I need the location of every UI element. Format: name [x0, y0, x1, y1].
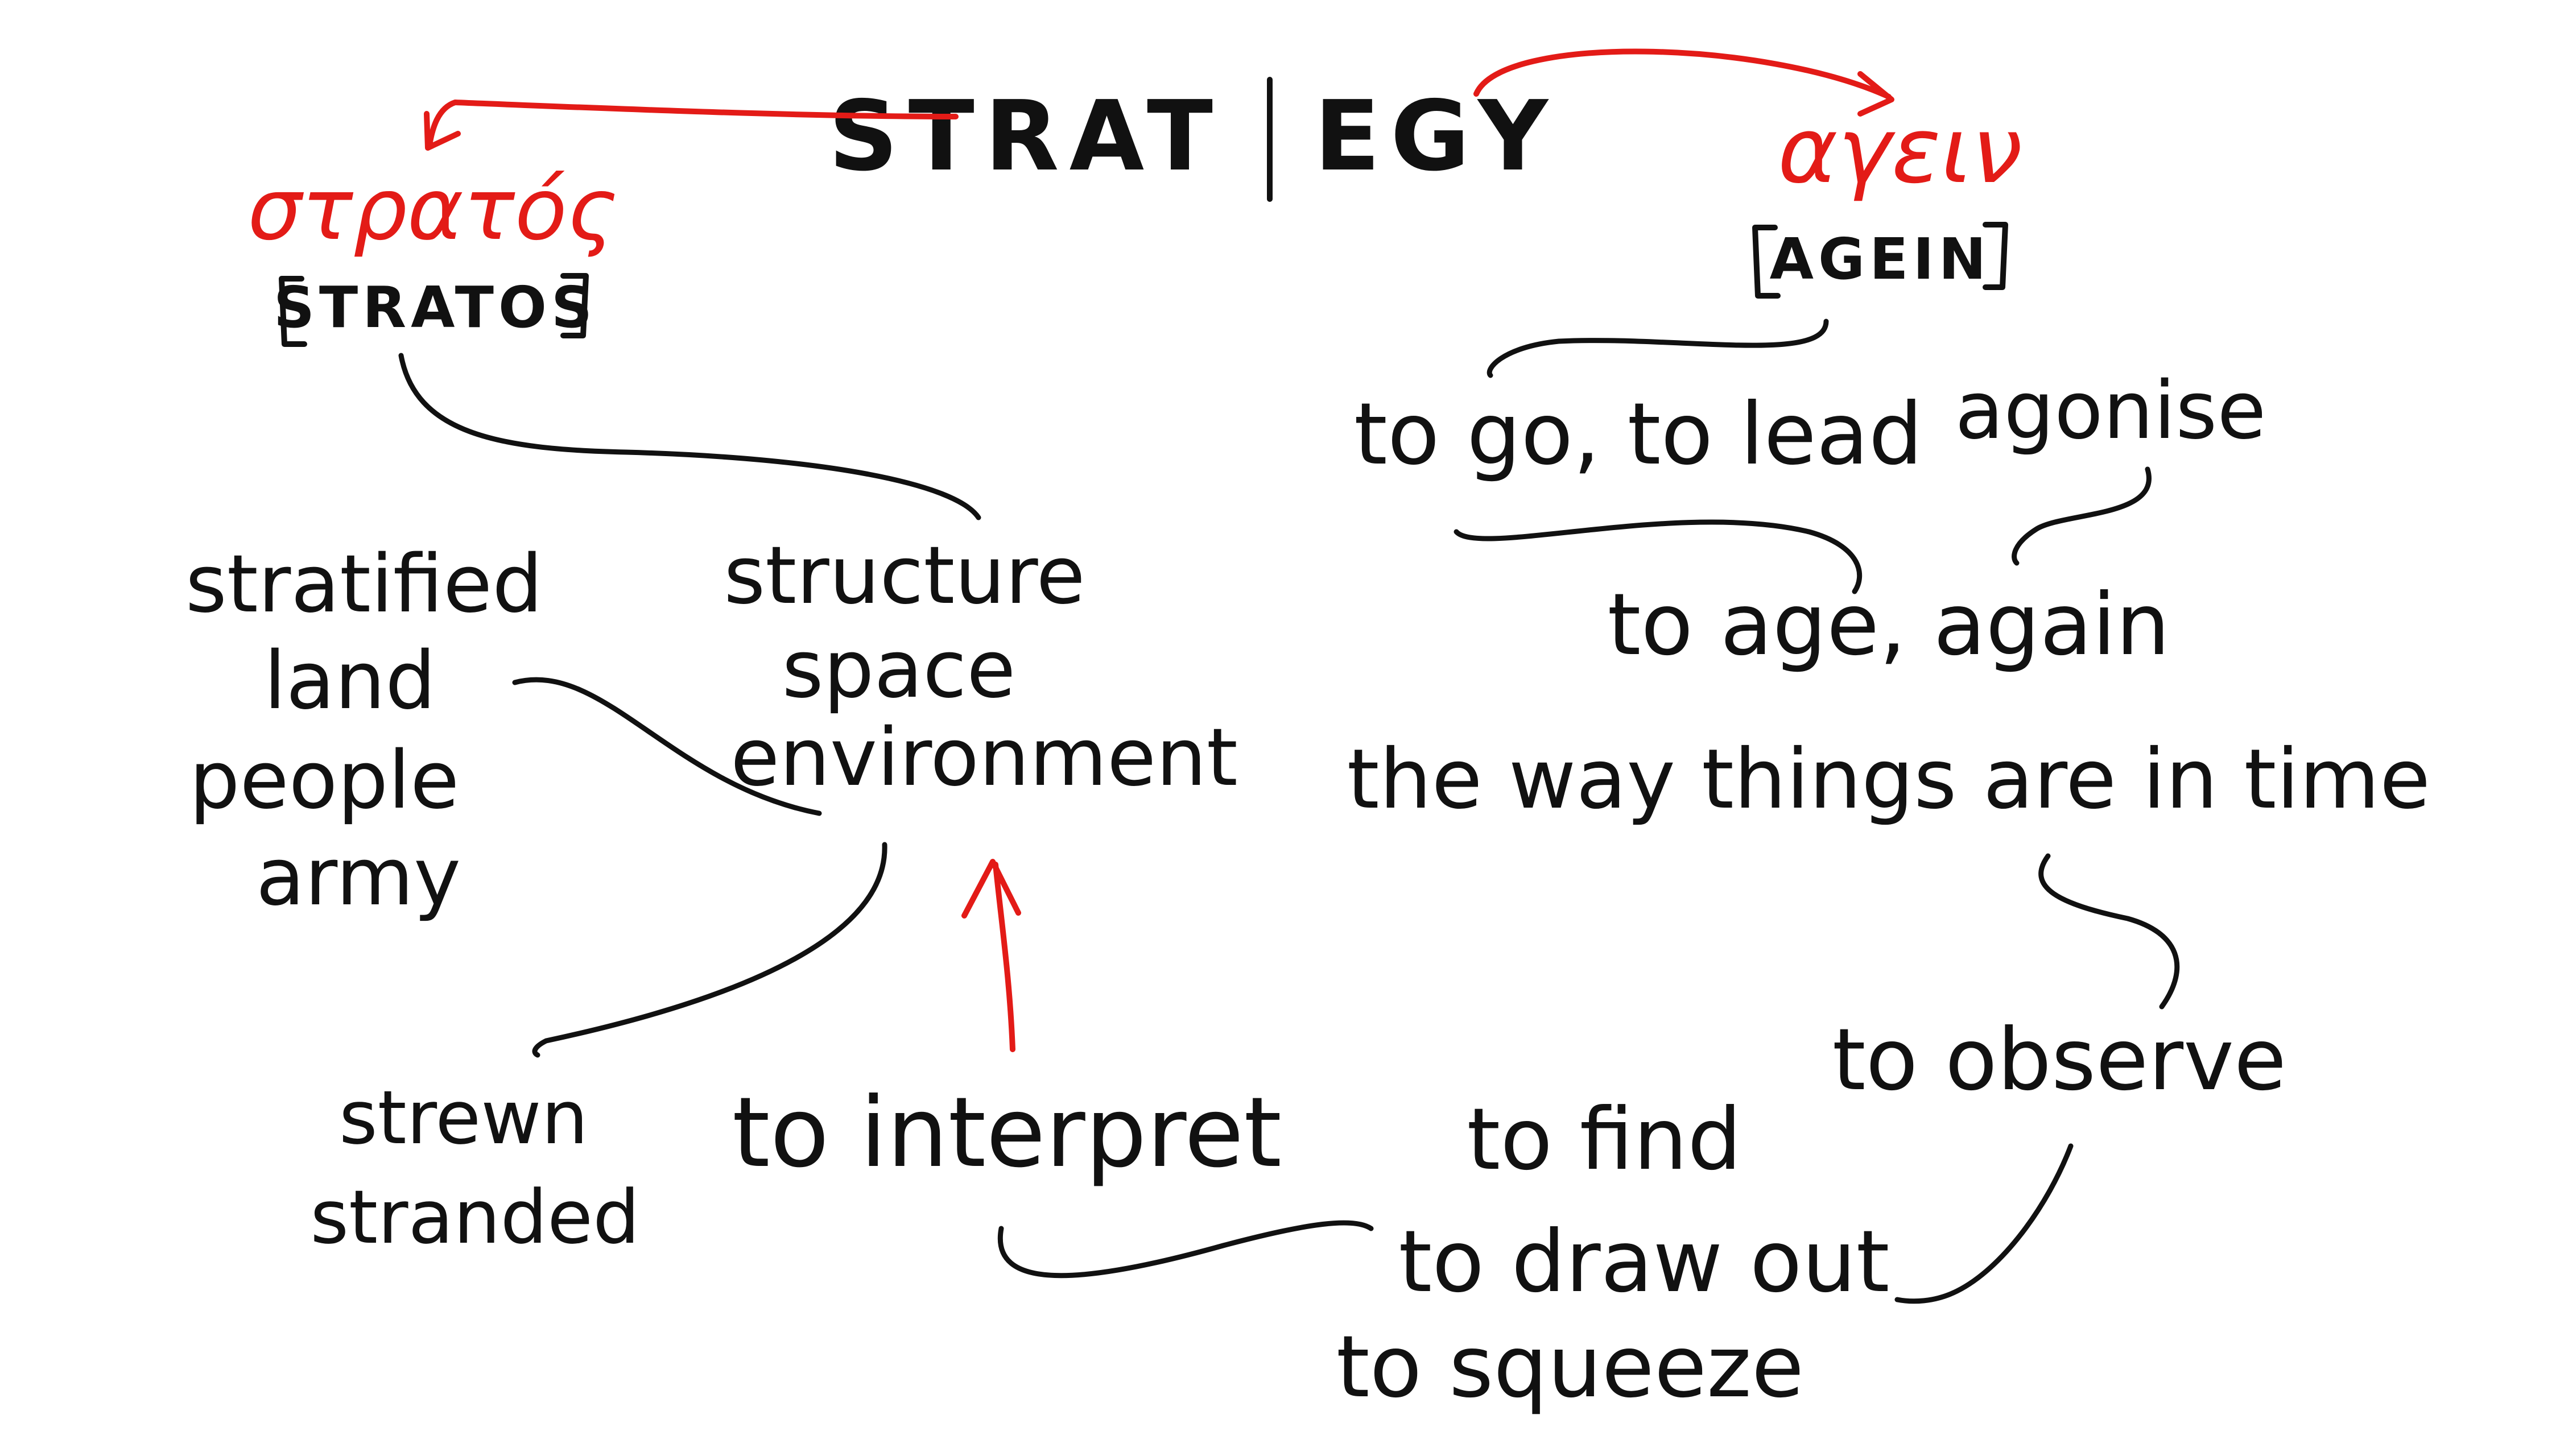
word-draw-out: to draw out [1398, 1213, 1889, 1312]
title-egy: EGY [1314, 80, 1558, 193]
connector-land-environment [512, 677, 822, 816]
word-age-again: to age, again [1608, 576, 2170, 675]
arrow-head-interpret [961, 859, 1021, 919]
agein-bracket-right [1983, 222, 2008, 290]
stratos-greek: στρατός [247, 160, 617, 259]
connector-environment-strewn [532, 842, 887, 1058]
arrow-head-agein [1857, 71, 1894, 117]
word-land: land [264, 635, 436, 727]
stratos-bracket-left [279, 276, 307, 347]
word-stranded: stranded [310, 1174, 639, 1260]
stratos-bracket-right [560, 273, 589, 338]
word-space: space [782, 623, 1016, 716]
connector-observe-find [1894, 1143, 2074, 1304]
word-stratified: stratified [185, 538, 543, 631]
word-environment: environment [730, 712, 1238, 804]
title-strat: STRAT [828, 80, 1223, 193]
arrow-to-agein [1473, 48, 1892, 100]
word-army: army [256, 831, 461, 924]
connector-golead-age [1454, 519, 1863, 594]
word-go-lead: to go, to lead [1354, 385, 1923, 484]
agein-bracket-left [1752, 225, 1781, 299]
word-structure: structure [724, 530, 1085, 622]
stratos-transliteration: STRATOS [274, 274, 597, 341]
word-observe: to observe [1832, 1011, 2286, 1110]
arrow-interpret-environment [993, 862, 1015, 1052]
word-interpret: to interpret [732, 1077, 1282, 1189]
agein-greek: αγειν [1778, 97, 2022, 204]
word-find: to find [1467, 1090, 1741, 1189]
connector-agonise-age [2012, 466, 2152, 566]
agein-transliteration: AGEIN [1770, 226, 1991, 292]
arrow-to-stratos [427, 100, 959, 148]
connector-agein-golead [1487, 318, 1829, 378]
arrow-head-stratos [424, 111, 461, 151]
word-agonise: agonise [1955, 365, 2266, 457]
connector-stratos-structure [398, 353, 981, 520]
word-people: people [189, 734, 460, 827]
connector-time-observe [2038, 853, 2180, 1010]
word-strewn: strewn [339, 1074, 588, 1161]
word-time: the way things are in time [1347, 731, 2430, 828]
connector-interpret-find [997, 1220, 1374, 1279]
word-squeeze: to squeeze [1336, 1318, 1804, 1417]
